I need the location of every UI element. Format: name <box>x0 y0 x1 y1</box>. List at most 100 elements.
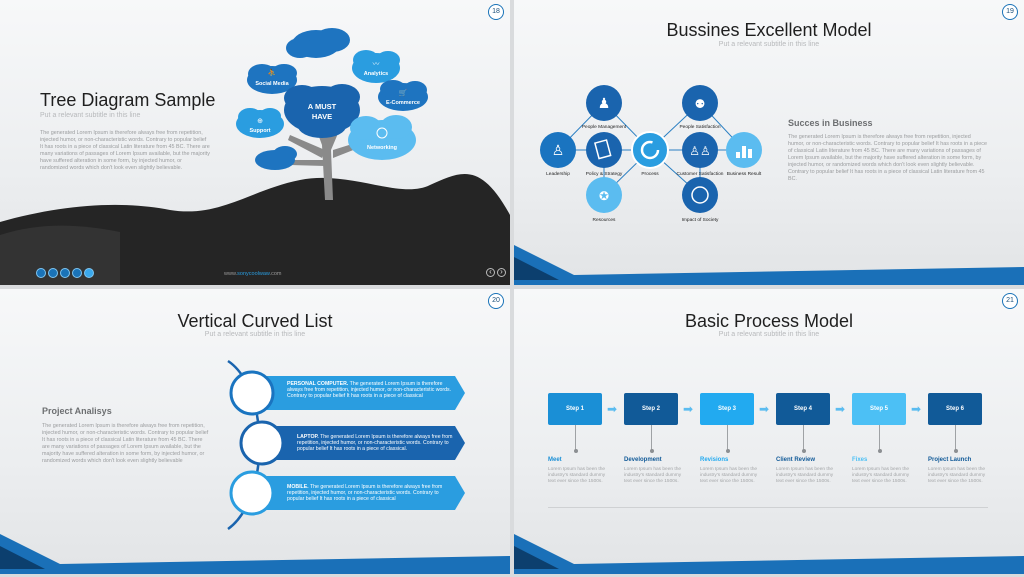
slide-title: Vertical Curved List <box>177 311 333 331</box>
list-item-2[interactable]: LAPTOP. The generated Lorem Ipsum is the… <box>297 434 457 453</box>
footer-url[interactable]: www.sonycoolwaw.com <box>224 271 282 277</box>
bubble-social-media: ⛹ Social Media <box>247 64 297 94</box>
bubble-social-label: Social Media <box>255 81 289 87</box>
step-connector-line <box>955 425 956 451</box>
slide-subtitle: Put a relevant subtitle in this line <box>40 112 141 119</box>
section-heading: Succes in Business <box>788 118 873 128</box>
bottom-wave <box>514 245 1024 285</box>
slide-number: 19 <box>1002 4 1018 20</box>
bottom-wave <box>0 534 510 574</box>
step-arrow-icon: ➡ <box>835 402 846 416</box>
list-item-1[interactable]: PERSONAL COMPUTER. The generated Lorem I… <box>287 381 455 400</box>
basketball-icon <box>376 127 388 139</box>
step-connector-dot <box>801 449 806 453</box>
list-item-text: The generated Lorem Ipsum is therefore a… <box>287 381 452 400</box>
bubble-analytics: 〰 Analytics <box>352 50 400 83</box>
node-label: Resources <box>593 217 617 223</box>
step-box-2[interactable]: Step 2 <box>624 393 678 425</box>
nav-next-button[interactable]: › <box>497 268 506 277</box>
node-impact-society: Impact of Society <box>682 177 719 223</box>
slide-title: Basic Process Model <box>684 311 854 331</box>
section-body: The generated Lorem Ipsum is therefore a… <box>788 134 987 182</box>
section-body: The generated Lorem Ipsum is therefore a… <box>42 423 209 464</box>
bubble-support: ⊕ Support <box>236 108 284 138</box>
slide-20[interactable]: 20 Vertical Curved List Put a relevant s… <box>0 289 510 574</box>
bubble-analytics-label: Analytics <box>364 71 388 77</box>
list-item-title: PERSONAL COMPUTER. <box>287 381 349 387</box>
group-icon: ⚉ <box>695 97 706 111</box>
slide-21[interactable]: 21 Basic Process Model Put a relevant su… <box>514 289 1024 574</box>
curved-list <box>227 359 465 531</box>
list-bullet-1 <box>229 370 275 416</box>
earth-icon <box>691 186 709 204</box>
node-label: Customer Satisfaction <box>677 171 724 177</box>
node-label: Policy & Strategy <box>586 171 623 177</box>
list-bullet-2 <box>239 420 285 466</box>
bubble-ecommerce-label: E-Commerce <box>386 100 420 106</box>
step-box-1[interactable]: Step 1 <box>548 393 602 425</box>
list-item-text: The generated Lorem Ipsum is therefore a… <box>297 434 453 453</box>
step-connector-dot <box>877 449 882 453</box>
step-arrow-icon: ➡ <box>759 402 770 416</box>
globe-icon: ⊕ <box>257 118 263 125</box>
step-box-5[interactable]: Step 5 <box>852 393 906 425</box>
dot-4[interactable] <box>72 268 82 278</box>
step-title: Revisions <box>700 457 729 463</box>
node-leadership: ♙ Leadership <box>540 132 576 177</box>
node-label: Leadership <box>546 171 570 177</box>
list-item-title: MOBILE. <box>287 484 309 490</box>
list-item-title: LAPTOP. <box>297 434 319 440</box>
node-label: Process <box>641 171 659 177</box>
node-resources: ✪ Resources <box>586 177 622 223</box>
baseline-divider <box>548 507 988 508</box>
list-item-text: The generated Lorem Ipsum is therefore a… <box>287 484 443 503</box>
step-connector-dot <box>725 449 730 453</box>
bottom-wave <box>514 534 1024 574</box>
step-description: Lorem Ipsum has been the industry's stan… <box>852 467 910 484</box>
slide-subtitle: Put a relevant subtitle in this line <box>718 41 820 48</box>
slide-number: 18 <box>488 4 504 20</box>
bubble-center: A MUST HAVE <box>284 84 360 138</box>
dot-1[interactable] <box>36 268 46 278</box>
node-label: Impact of Society <box>682 217 719 223</box>
bubble-center-line2: HAVE <box>312 112 332 121</box>
step-connector-line <box>651 425 652 451</box>
dot-3[interactable] <box>60 268 70 278</box>
excellence-model-diagram: ♟ People Management ⚉ People Satisfactio… <box>540 85 762 223</box>
step-description: Lorem Ipsum has been the industry's stan… <box>624 467 682 484</box>
person-icon: ♙ <box>552 142 565 158</box>
node-label: People Management <box>582 124 627 130</box>
step-title: Meet <box>548 457 562 463</box>
step-connector-line <box>575 425 576 451</box>
analytics-icon: 〰 <box>373 61 380 68</box>
step-title: Fixes <box>852 457 868 463</box>
slide-subtitle: Put a relevant subtitle in this line <box>204 331 306 338</box>
slide-subtitle: Put a relevant subtitle in this line <box>718 331 820 338</box>
step-box-4[interactable]: Step 4 <box>776 393 830 425</box>
node-label: Business Result <box>727 171 762 177</box>
step-box-3[interactable]: Step 3 <box>700 393 754 425</box>
slide-19[interactable]: 19 Bussines Excellent Model Put a releva… <box>514 0 1024 285</box>
list-item-3[interactable]: MOBILE. The generated Lorem Ipsum is the… <box>287 484 455 503</box>
step-connector-line <box>803 425 804 451</box>
node-label: People Satisfaction <box>679 124 720 130</box>
hills-shape <box>0 174 510 285</box>
dot-5[interactable] <box>84 268 94 278</box>
refresh-icon <box>640 140 660 160</box>
slide-title: Tree Diagram Sample <box>40 90 216 110</box>
step-connector-line <box>879 425 880 451</box>
slide-18[interactable]: 18 Tree Diagram Sample Put a relevant su… <box>0 0 510 285</box>
step-arrow-icon: ➡ <box>607 402 618 416</box>
step-connector-dot <box>649 449 654 453</box>
step-box-6[interactable]: Step 6 <box>928 393 982 425</box>
node-people-satisfaction: ⚉ People Satisfaction <box>679 85 721 130</box>
people-pair-icon: ♙♙ <box>689 144 711 158</box>
step-title: Project Launch <box>928 457 972 463</box>
slide-title: Bussines Excellent Model <box>666 20 872 40</box>
step-description: Lorem Ipsum has been the industry's stan… <box>776 467 834 484</box>
nav-prev-button[interactable]: ‹ <box>486 268 495 277</box>
dot-2[interactable] <box>48 268 58 278</box>
slide-dots <box>36 268 94 278</box>
bubble-networking: Networking <box>348 115 416 160</box>
